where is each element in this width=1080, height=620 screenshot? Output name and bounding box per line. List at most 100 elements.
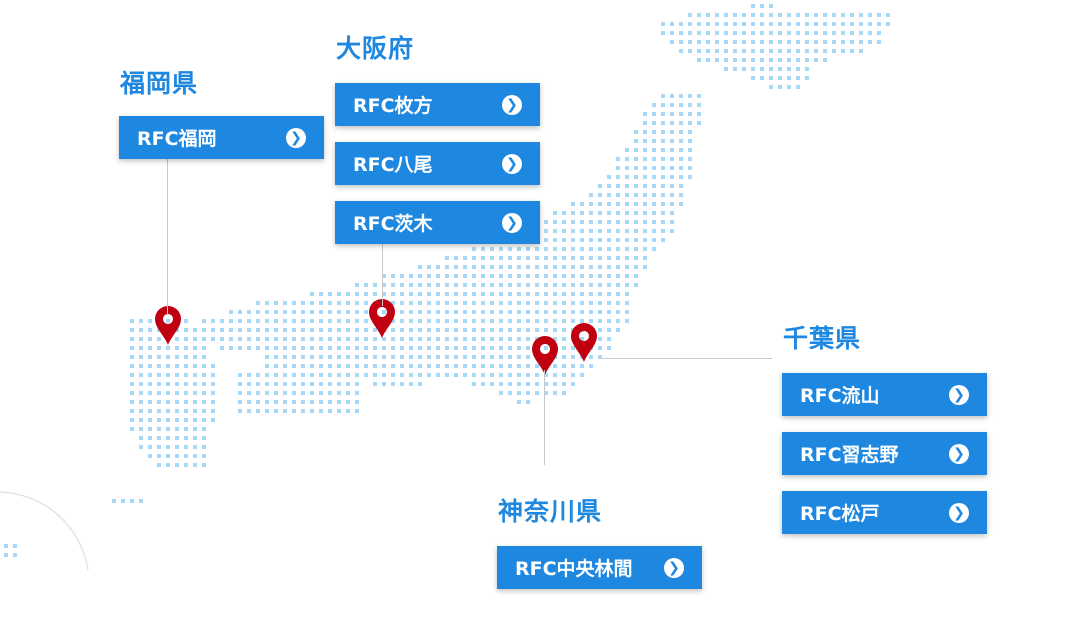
map-dot xyxy=(589,247,593,251)
map-dot xyxy=(490,292,494,296)
map-dot xyxy=(769,13,773,17)
map-dot xyxy=(337,355,341,359)
map-dot xyxy=(166,463,170,467)
map-dot xyxy=(553,319,557,323)
map-dot xyxy=(643,184,647,188)
map-dot xyxy=(265,337,269,341)
map-dot xyxy=(787,22,791,26)
map-dot xyxy=(580,256,584,260)
map-dot xyxy=(589,211,593,215)
map-dot xyxy=(373,364,377,368)
map-dot xyxy=(553,391,557,395)
office-button-fukuoka[interactable]: RFC福岡 ❯ xyxy=(119,116,324,159)
map-dot xyxy=(823,49,827,53)
map-dot xyxy=(679,193,683,197)
map-dot xyxy=(607,175,611,179)
map-dot xyxy=(850,22,854,26)
map-dot xyxy=(661,130,665,134)
map-dot xyxy=(661,202,665,206)
map-dot xyxy=(130,355,134,359)
office-button-hirakata[interactable]: RFC枚方 ❯ xyxy=(335,83,540,126)
map-pin-icon[interactable] xyxy=(532,336,558,375)
map-dot xyxy=(463,265,467,269)
map-dot xyxy=(589,220,593,224)
map-dot xyxy=(454,256,458,260)
map-pin-icon[interactable] xyxy=(571,323,597,362)
map-dot xyxy=(175,382,179,386)
map-dot xyxy=(643,238,647,242)
map-dot xyxy=(328,292,332,296)
map-dot xyxy=(697,22,701,26)
map-dot xyxy=(184,454,188,458)
map-dot xyxy=(445,319,449,323)
map-dot xyxy=(679,31,683,35)
map-dot xyxy=(265,364,269,368)
map-dot xyxy=(751,49,755,53)
office-button-yao[interactable]: RFC八尾 ❯ xyxy=(335,142,540,185)
map-dot xyxy=(859,40,863,44)
map-dot xyxy=(625,274,629,278)
map-dot xyxy=(319,346,323,350)
map-dot xyxy=(823,22,827,26)
office-button-ibaraki[interactable]: RFC茨木 ❯ xyxy=(335,201,540,244)
map-dot xyxy=(256,409,260,413)
map-dot xyxy=(616,202,620,206)
map-dot xyxy=(310,355,314,359)
map-dot xyxy=(805,67,809,71)
map-dot xyxy=(238,319,242,323)
map-dot xyxy=(508,283,512,287)
map-pin-icon[interactable] xyxy=(369,299,395,338)
map-dot xyxy=(544,382,548,386)
map-dot xyxy=(598,301,602,305)
map-dot xyxy=(427,319,431,323)
map-dot xyxy=(400,346,404,350)
office-button-matsudo[interactable]: RFC松戸 ❯ xyxy=(782,491,987,534)
map-dot xyxy=(616,166,620,170)
map-dot xyxy=(616,247,620,251)
map-dot xyxy=(400,364,404,368)
map-dot xyxy=(391,274,395,278)
map-dot xyxy=(733,22,737,26)
map-dot xyxy=(418,355,422,359)
map-dot xyxy=(589,193,593,197)
map-dot xyxy=(823,31,827,35)
map-dot xyxy=(148,436,152,440)
office-button-narashino[interactable]: RFC習志野 ❯ xyxy=(782,432,987,475)
map-dot xyxy=(805,76,809,80)
map-dot xyxy=(445,256,449,260)
map-dot xyxy=(382,337,386,341)
map-dot xyxy=(580,373,584,377)
map-dot xyxy=(274,301,278,305)
map-dot xyxy=(454,328,458,332)
map-dot xyxy=(148,400,152,404)
map-dot xyxy=(877,13,881,17)
map-dot xyxy=(634,157,638,161)
map-dot xyxy=(544,229,548,233)
map-dot xyxy=(859,13,863,17)
map-dot xyxy=(616,256,620,260)
map-dot xyxy=(400,310,404,314)
map-dot xyxy=(715,31,719,35)
map-dot xyxy=(229,310,233,314)
map-dot xyxy=(580,301,584,305)
map-dot xyxy=(508,382,512,386)
map-dot xyxy=(202,436,206,440)
office-button-nagareyama[interactable]: RFC流山 ❯ xyxy=(782,373,987,416)
office-button-chuo-rinkan[interactable]: RFC中央林間 ❯ xyxy=(497,546,702,589)
map-dot xyxy=(310,310,314,314)
map-dot xyxy=(589,202,593,206)
map-dot xyxy=(184,337,188,341)
map-dot xyxy=(328,400,332,404)
map-dot xyxy=(139,346,143,350)
map-dot xyxy=(805,49,809,53)
map-dot xyxy=(625,301,629,305)
map-dot xyxy=(517,301,521,305)
map-dot xyxy=(517,265,521,269)
map-dot xyxy=(661,166,665,170)
map-dot xyxy=(157,400,161,404)
map-dot xyxy=(733,67,737,71)
map-pin-icon[interactable] xyxy=(155,306,181,345)
map-dot xyxy=(742,22,746,26)
map-dot xyxy=(724,31,728,35)
map-dot xyxy=(193,337,197,341)
